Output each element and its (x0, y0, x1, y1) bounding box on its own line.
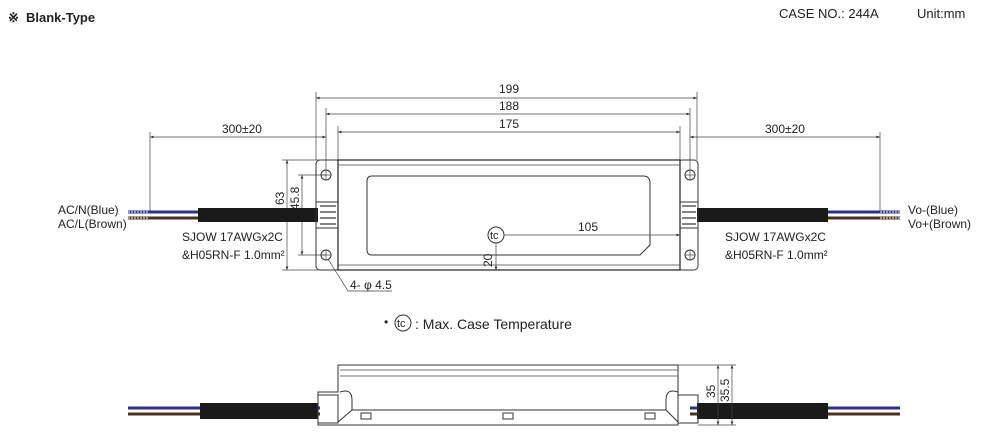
unit-label: Unit:mm (917, 6, 965, 21)
tc-label: tc (490, 230, 499, 242)
output-wire-negative: Vo-(Blue) (908, 203, 958, 217)
note-bullet: • (384, 315, 388, 329)
dim-side-height-total: 35.5 (718, 378, 732, 402)
input-wire-line: AC/L(Brown) (58, 217, 127, 231)
input-cable (128, 208, 318, 222)
dim-tc-y: 20 (481, 253, 495, 267)
dim-cable-right: 300±20 (765, 122, 805, 136)
note-text: : Max. Case Temperature (415, 316, 572, 332)
mounting-hole (320, 169, 332, 181)
input-cable-spec-2: &H05RN-F 1.0mm² (182, 248, 285, 262)
input-cable-spec: SJOW 17AWGx2C (182, 230, 283, 244)
mounting-hole (320, 249, 332, 261)
output-wire-positive: Vo+(Brown) (908, 217, 971, 231)
dim-hole-pitch: 188 (499, 99, 519, 113)
title-mark: ※ (8, 10, 19, 25)
dim-cable-left: 300±20 (222, 122, 262, 136)
case-top-view (315, 159, 699, 271)
output-cable (697, 208, 900, 222)
dim-height: 63 (273, 191, 287, 205)
output-cable-spec-2: &H05RN-F 1.0mm² (725, 248, 828, 262)
dim-tc-x: 105 (578, 220, 598, 234)
mounting-hole (684, 169, 696, 181)
holes-callout: 4- φ 4.5 (350, 278, 392, 292)
dim-hole-spacing: 45.8 (288, 186, 302, 210)
dim-overall-length: 199 (499, 82, 519, 96)
mounting-hole (684, 249, 696, 261)
input-wire-neutral: AC/N(Blue) (58, 203, 119, 217)
output-cable-spec: SJOW 17AWGx2C (725, 230, 826, 244)
dim-body-length: 175 (499, 117, 519, 131)
note-tc-symbol (394, 314, 412, 332)
title: Blank-Type (26, 10, 95, 25)
case-side-view (128, 364, 900, 426)
case-number: CASE NO.: 244A (779, 6, 879, 21)
note-tc-label: tc (397, 318, 406, 330)
dim-side-height: 35 (704, 384, 718, 398)
